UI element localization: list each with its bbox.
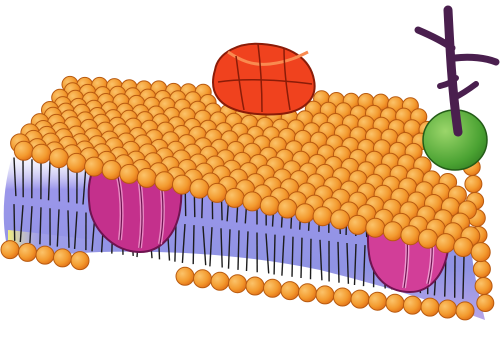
phospholipid-head [85,157,104,176]
phospholipid-head [454,238,473,257]
phospholipid-head [475,278,492,295]
phospholipid-head [264,279,282,297]
phospholipid-head [155,172,174,191]
phospholipid-head [225,188,244,207]
peripheral-protein-top [213,44,315,115]
phospholipid-head [246,277,264,295]
phospholipid-head [71,252,89,270]
phospholipid-head [173,175,192,194]
phospholipid-head [32,144,51,163]
phospholipid-head [14,141,33,160]
phospholipid-head [386,294,404,312]
phospholipid-head [67,153,86,172]
phospholipid-head [401,226,420,245]
phospholipid-head [383,222,402,241]
phospholipid-head [281,282,299,300]
phospholipid-head [120,164,139,183]
phospholipid-head [19,243,37,261]
phospholipid-head [176,267,194,285]
phospholipid-head [243,192,262,211]
fatty-acid-tail [274,235,275,275]
phospholipid-head [316,286,334,304]
phospholipid-head [456,302,474,320]
phospholipid-head [1,241,19,259]
phospholipid-head [211,272,229,290]
phospholipid-head [296,204,315,223]
fatty-acid-tail [193,225,194,264]
phospholipid-head [471,243,490,262]
phospholipid-head [190,179,209,198]
fatty-acid-tail [292,237,293,277]
phospholipid-head [348,215,367,234]
phospholipid-head [299,284,317,302]
phospholipid-head [229,275,247,293]
phospholipid-head [334,288,352,306]
phospholipid-head [208,183,227,202]
phospholipid-head [419,229,438,248]
phospholipid-head [49,149,68,168]
fatty-acid-tail [338,242,339,283]
fatty-acid-tail [14,204,15,241]
fatty-acid-tail [311,239,312,279]
fatty-acid-tail [238,230,239,270]
phospholipid-head [351,290,369,308]
phospholipid-head [36,246,54,264]
phospholipid-head [439,300,457,318]
phospholipid-head [465,176,482,193]
carbohydrate-chain [418,10,496,132]
phospholipid-head [473,261,490,278]
phospholipid-head [194,270,212,288]
phospholipid-head [278,199,297,218]
fatty-acid-tail [301,238,302,278]
phospholipid-head [54,249,72,267]
phospholipid-head [260,196,279,215]
phospholipid-head [313,207,332,226]
phospholipid-head [421,298,439,316]
phospholipid-head [404,296,422,314]
phospholipid-head [477,295,494,312]
phospholipid-head [369,292,387,310]
fatty-acid-tail [68,163,69,202]
phospholipid-head [436,234,455,253]
fatty-acid-tail [68,210,69,247]
phospholipid-head [137,168,156,187]
phospholipid-head [331,210,350,229]
phospholipid-head [366,218,385,237]
phospholipid-head [102,161,121,180]
